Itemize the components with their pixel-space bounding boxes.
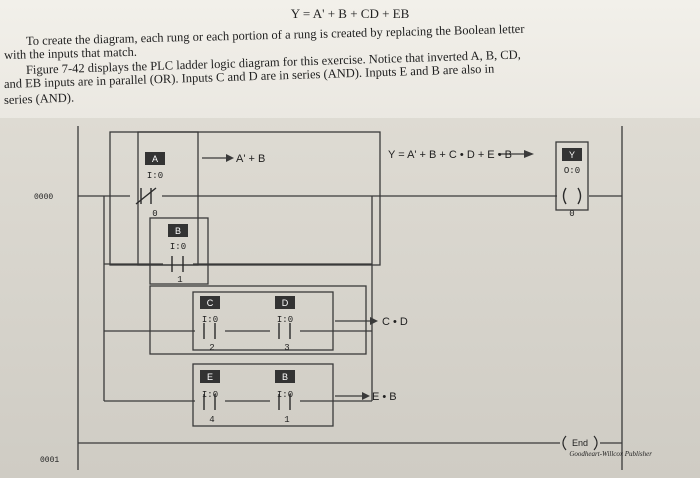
paragraph-line-5: series (AND). xyxy=(3,90,75,107)
contact-b2-bit: 1 xyxy=(284,415,289,425)
contact-c-tag: C xyxy=(207,298,214,308)
contact-b2-addr: I:0 xyxy=(277,390,293,400)
contact-e-tag-bg xyxy=(200,370,220,383)
ladder-svg: A I:0 0 B I:0 1 xyxy=(34,126,652,470)
contact-b-tag: B xyxy=(175,226,181,236)
contact-c-bit: 2 xyxy=(209,343,214,353)
box-cd xyxy=(149,285,367,355)
equation-heading: Y = A' + B + CD + EB xyxy=(290,6,410,21)
contact-e-tag: E xyxy=(207,372,213,382)
contact-a-tag: A xyxy=(152,154,158,164)
contact-c-addr: I:0 xyxy=(202,315,218,325)
contact-c-tag-bg xyxy=(200,296,220,309)
end-instruction: End xyxy=(562,435,598,451)
box-a-contact xyxy=(137,131,199,266)
annotation-ab: A' + B xyxy=(236,153,265,165)
contact-a-bit: 0 xyxy=(152,209,157,219)
contact-d-addr: I:0 xyxy=(277,315,293,325)
annotation-eb: E • B xyxy=(372,391,397,403)
contact-b2: B I:0 1 xyxy=(275,370,295,425)
box-ab xyxy=(109,131,381,266)
contact-b-bit: 1 xyxy=(177,275,182,285)
box-eb xyxy=(192,363,334,427)
contact-a-addr: I:0 xyxy=(147,171,163,181)
arrowhead-eb xyxy=(362,392,370,400)
arrowhead-ab xyxy=(226,154,234,162)
contact-a: A I:0 0 xyxy=(135,152,165,219)
annotation-full: Y = A' + B + C • D + E • B xyxy=(388,149,512,161)
ladder-diagram: A I:0 0 B I:0 1 xyxy=(0,118,700,478)
output-tag-bg xyxy=(562,148,582,161)
publisher-credit: Goodheart-Willcox Publisher xyxy=(569,450,652,458)
contact-b2-tag-bg xyxy=(275,370,295,383)
contact-b: B I:0 1 xyxy=(168,224,188,285)
contact-b2-tag: B xyxy=(282,372,288,382)
contact-d: D I:0 3 xyxy=(275,296,295,353)
contact-a-tag-bg xyxy=(145,152,165,165)
contact-b-addr: I:0 xyxy=(170,242,186,252)
contact-d-tag: D xyxy=(282,298,289,308)
arrowhead-full xyxy=(524,150,534,158)
box-b-contact xyxy=(149,217,209,285)
contact-e-bit: 4 xyxy=(209,415,214,425)
contact-c: C I:0 2 xyxy=(200,296,220,353)
output-coil-y: Y O:0 0 xyxy=(562,148,582,219)
box-cd-inner xyxy=(192,291,334,351)
contact-d-bit: 3 xyxy=(284,343,289,353)
end-label: End xyxy=(572,438,588,448)
box-output xyxy=(555,141,589,211)
coil-symbol xyxy=(562,187,582,205)
contact-e: E I:0 4 xyxy=(200,370,220,425)
rung-number-0: 0000 xyxy=(34,193,53,202)
contact-e-addr: I:0 xyxy=(202,390,218,400)
text-section: Y = A' + B + CD + EB To create the diagr… xyxy=(0,0,700,122)
output-bit: 0 xyxy=(569,209,574,219)
contact-d-tag-bg xyxy=(275,296,295,309)
output-tag: Y xyxy=(569,150,575,160)
contact-b-tag-bg xyxy=(168,224,188,237)
arrowhead-cd xyxy=(370,317,378,325)
annotation-cd: C • D xyxy=(382,316,408,328)
rung-number-1: 0001 xyxy=(40,456,59,465)
output-addr: O:0 xyxy=(564,166,580,176)
